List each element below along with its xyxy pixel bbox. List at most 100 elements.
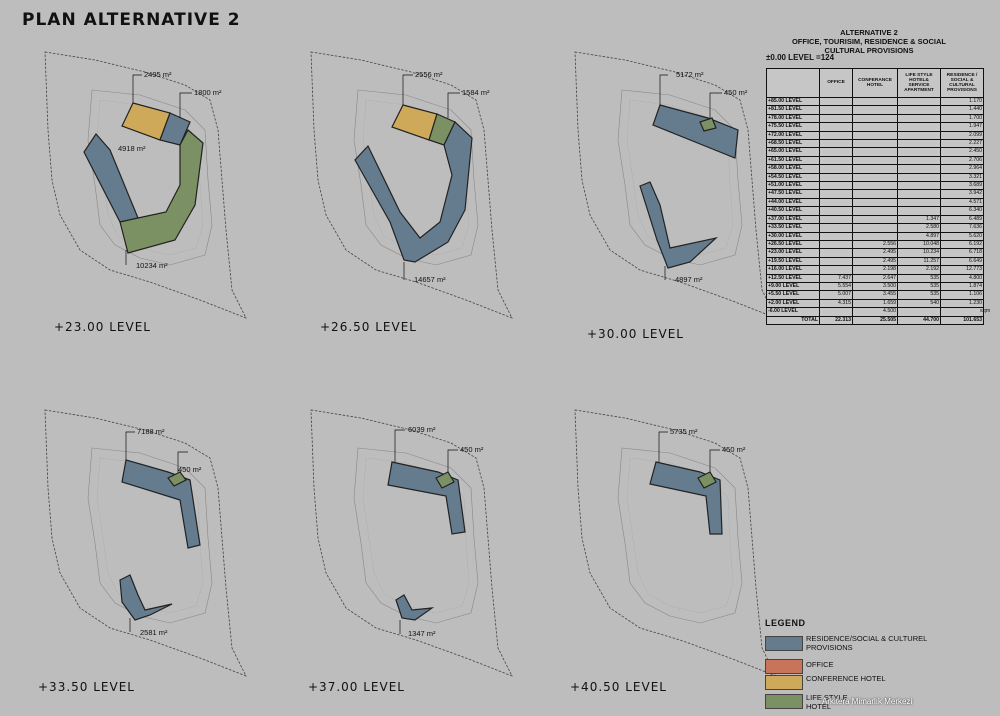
table-cell: 1.347 <box>897 214 941 225</box>
table-cell: 535 <box>897 281 941 292</box>
area-label: 7188 m² <box>137 427 165 436</box>
area-label: 450 m² <box>178 465 202 474</box>
table-cell: 6.649 <box>940 256 984 267</box>
table-cell <box>819 172 853 183</box>
table-cell: 7.437 <box>819 273 853 283</box>
residence-block <box>387 461 466 535</box>
table-cell: 535 <box>897 290 941 300</box>
area-label: 4918 m² <box>118 144 146 153</box>
table-cell <box>819 265 853 275</box>
table-cell: 6.340 <box>940 206 984 216</box>
table-cell <box>819 256 853 267</box>
table-cell <box>897 122 941 132</box>
table-cell <box>897 206 941 216</box>
table-cell <box>897 197 941 208</box>
table-cell: 3.500 <box>852 281 898 292</box>
area-label: 2581 m² <box>140 628 168 637</box>
table-cell: 4.315 <box>819 298 853 309</box>
area-label: 5735 m² <box>670 427 698 436</box>
area-schedule-table: OFFICE CONFERANCE HOTEL LIFE STYLE HOTEL… <box>766 68 984 325</box>
table-cell <box>897 189 941 199</box>
table-cell: 2.495 <box>852 256 898 267</box>
level-label: +23.00 LEVEL <box>54 320 151 334</box>
legend-swatch-office <box>765 659 803 674</box>
zero-level: ±0.00 LEVEL =124 <box>766 53 835 62</box>
area-label: 2495 m² <box>144 70 172 79</box>
legend-label: RESIDENCE/SOCIAL & CULTUREL PROVISIONS <box>806 634 927 652</box>
table-cell: 101.653 <box>940 315 984 325</box>
row-label: +26.50 LEVEL <box>766 239 820 250</box>
table-cell <box>897 172 941 183</box>
lifestyle-block <box>167 471 187 487</box>
table-cell <box>852 122 898 132</box>
residence-block <box>395 594 435 621</box>
residence-block <box>119 574 173 621</box>
table-cell: 4.571 <box>940 197 984 208</box>
table-cell <box>819 189 853 199</box>
legend-title: LEGEND <box>765 618 806 628</box>
table-cell <box>852 113 898 124</box>
table-cell: 25.505 <box>852 315 898 325</box>
residence-block <box>652 104 739 159</box>
level-label: +33.50 LEVEL <box>38 680 135 694</box>
table-cell: 10.048 <box>897 239 941 250</box>
watermark: Arkitera Mimarlık Merkezi <box>822 697 913 706</box>
table-cell <box>819 113 853 124</box>
table-cell <box>897 147 941 157</box>
header-level <box>766 68 820 98</box>
header-residence: RESIDENCE / SOCIAL & CULTURAL PROVISIONS <box>940 68 984 98</box>
table-cell: 540 <box>897 298 941 309</box>
legend-swatch-conference <box>765 675 803 690</box>
table-cell <box>852 155 898 166</box>
plan-panel-4 <box>44 409 247 677</box>
table-cell: 5.007 <box>819 290 853 300</box>
lifestyle-block <box>435 471 455 489</box>
lifestyle-block <box>119 129 204 254</box>
row-label: +44.00 LEVEL <box>766 197 820 208</box>
table-cell <box>852 189 898 199</box>
table-cell: 2.556 <box>852 239 898 250</box>
table-cell <box>819 122 853 132</box>
table-row: +44.00 LEVEL 4.571 <box>766 197 984 208</box>
table-cell <box>819 181 853 191</box>
table-cell <box>897 164 941 174</box>
row-label: +33.50 LEVEL <box>766 223 820 233</box>
table-cell: 12.773 <box>940 265 984 275</box>
row-label: -6.00 LEVEL <box>766 307 820 317</box>
row-label: +47.50 LEVEL <box>766 189 820 199</box>
area-label: 2556 m² <box>415 70 443 79</box>
row-label: +37.00 LEVEL <box>766 214 820 225</box>
table-cell: 2.099 <box>940 130 984 141</box>
area-label: 14657 m² <box>414 275 446 284</box>
area-label: 4897 m² <box>675 275 703 284</box>
table-cell: 2.495 <box>852 248 898 258</box>
table-cell <box>852 172 898 183</box>
area-label: 5172 m² <box>676 70 704 79</box>
legend-label: CONFERENCE HOTEL <box>806 674 886 683</box>
plan-panel-1 <box>44 51 247 319</box>
table-cell <box>897 139 941 149</box>
row-label: +65.00 LEVEL <box>766 147 820 157</box>
row-label: +81.50 LEVEL <box>766 105 820 115</box>
row-label: +12.50 LEVEL <box>766 273 820 283</box>
row-label: +19.50 LEVEL <box>766 256 820 267</box>
table-cell: 6.718 <box>940 248 984 258</box>
level-label: +30.00 LEVEL <box>587 327 684 341</box>
table-cell: 2.192 <box>897 265 941 275</box>
table-cell <box>819 231 853 241</box>
level-label: +26.50 LEVEL <box>320 320 417 334</box>
